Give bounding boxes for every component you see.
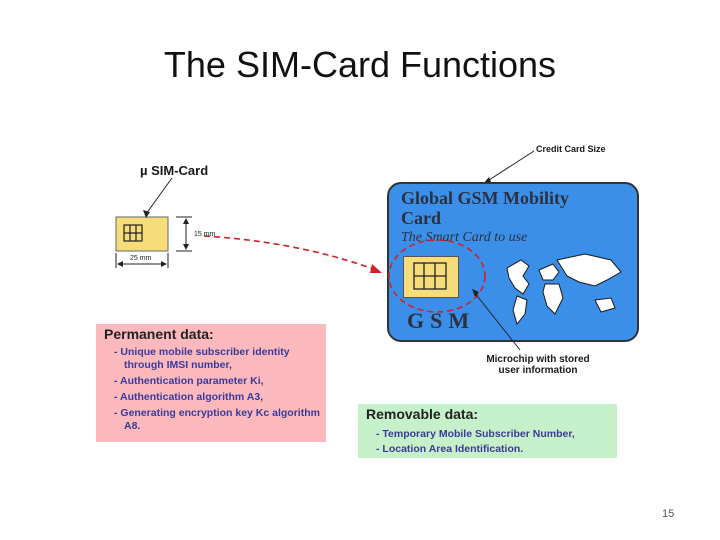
card-subtitle: The Smart Card to use xyxy=(401,230,528,245)
permanent-item: - Generating encryption key Kc algorithm… xyxy=(114,407,320,432)
micro-sim-pointer xyxy=(145,177,173,215)
removable-item: - Location Area Identification. xyxy=(376,443,524,455)
credit-card-size-label: Credit Card Size xyxy=(536,144,606,154)
slide-title: The SIM-Card Functions xyxy=(163,44,557,85)
migration-arrow xyxy=(203,235,377,271)
permanent-item: - Unique mobile subscriber identity thro… xyxy=(114,346,290,371)
microchip-pointer xyxy=(473,291,521,351)
width-dimension-label: 25 mm xyxy=(130,255,152,262)
card-chip-icon xyxy=(413,262,447,290)
credit-card-pointer xyxy=(485,150,535,183)
migration-arrow-head xyxy=(370,264,382,273)
removable-data-heading: Removable data: xyxy=(366,406,479,422)
permanent-item: - Authentication algorithm A3, xyxy=(114,391,264,403)
card-chip xyxy=(403,256,459,298)
permanent-data-box: Permanent data: - Unique mobile subscrib… xyxy=(96,324,326,442)
micro-sim-pointer-head xyxy=(143,210,150,218)
removable-item: - Temporary Mobile Subscriber Number, xyxy=(376,428,575,440)
gsm-mobility-card: Global GSM Mobility Card The Smart Card … xyxy=(387,182,639,342)
permanent-data-heading: Permanent data: xyxy=(104,326,214,342)
microchip-label: Microchip with stored user information xyxy=(486,354,590,376)
page-number: 15 xyxy=(662,508,675,520)
micro-sim-label: µ SIM-Card xyxy=(140,163,209,178)
world-map-icon xyxy=(506,253,622,326)
card-title: Global GSM Mobility Card xyxy=(401,188,570,228)
height-dimension-label: 15 mm xyxy=(194,231,216,238)
removable-data-box: Removable data: - Temporary Mobile Subsc… xyxy=(358,404,617,458)
micro-sim-chip-icon xyxy=(123,224,143,242)
permanent-item: - Authentication parameter Ki, xyxy=(114,375,264,387)
width-dimension xyxy=(115,253,169,268)
